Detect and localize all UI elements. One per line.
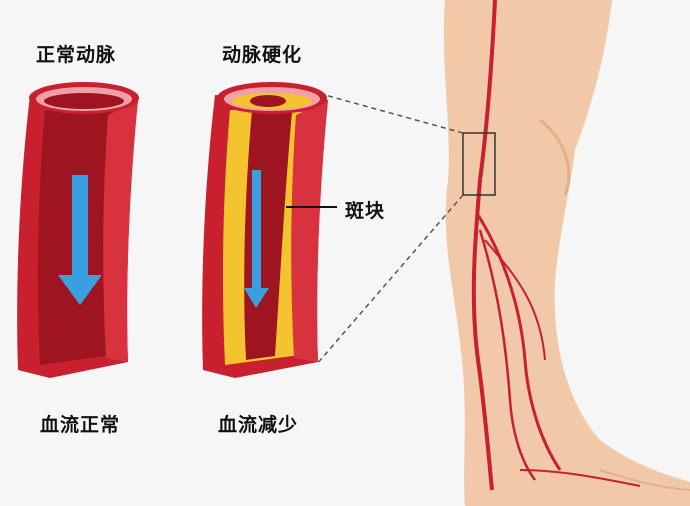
label-plaque: 斑块 (345, 200, 386, 222)
label-normal-artery: 正常动脉 (36, 44, 117, 66)
flow-arrow-reduced (244, 170, 269, 308)
leg-illustration (443, 0, 690, 506)
flow-arrow-normal (58, 175, 102, 305)
label-hardened-artery: 动脉硬化 (222, 44, 303, 66)
normal-artery (17, 82, 139, 378)
label-reduced-flow: 血流减少 (218, 414, 299, 436)
connector-top (324, 94, 464, 134)
zoom-box (462, 132, 496, 196)
connector-bottom (315, 194, 464, 366)
leg-artery (471, 0, 497, 491)
hardened-artery (202, 82, 328, 378)
label-normal-flow: 血流正常 (40, 414, 121, 436)
